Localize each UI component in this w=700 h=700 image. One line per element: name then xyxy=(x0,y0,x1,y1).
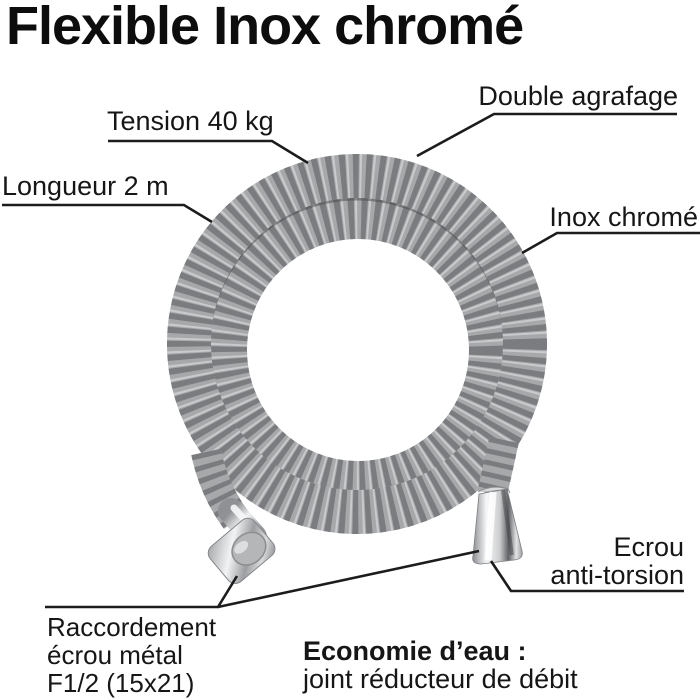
callout-inox xyxy=(521,231,700,255)
anti-torsion-cone xyxy=(472,488,523,565)
callout-ecrou xyxy=(489,560,684,593)
callout-raccordement xyxy=(45,575,239,609)
left-end-fitting xyxy=(191,448,276,584)
annotation-double-agrafage: Double agrafage xyxy=(478,81,678,111)
metal-nut xyxy=(207,517,276,584)
annotation-inox-chrome: Inox chromé xyxy=(549,202,698,232)
callout-lines xyxy=(2,112,700,609)
annotation-raccordement-line3: F1/2 (15x21) xyxy=(47,668,195,698)
callout-longueur xyxy=(2,203,213,224)
annotation-tension: Tension 40 kg xyxy=(107,106,274,136)
page-title: Flexible Inox chromé xyxy=(6,0,524,56)
callout-raccordement-long xyxy=(217,549,480,609)
annotation-ecrou-line1: Ecrou xyxy=(613,532,684,562)
hose-inner-loop xyxy=(205,197,511,503)
annotation-ecrou-line2: anti-torsion xyxy=(550,560,684,590)
hose-outer-loop xyxy=(167,154,547,534)
caption-economie-title: Economie d’eau : xyxy=(303,636,527,666)
callout-double xyxy=(416,112,677,158)
caption-economie-text: joint réducteur de débit xyxy=(303,663,578,694)
annotation-raccordement-line1: Raccordement xyxy=(47,612,217,642)
annotation-longueur: Longueur 2 m xyxy=(2,171,169,201)
annotation-ecrou-anti-torsion: Ecrou anti-torsion xyxy=(470,533,684,589)
right-end-fitting xyxy=(472,436,523,565)
annotation-raccordement: Raccordement écrou métal F1/2 (15x21) xyxy=(47,613,216,697)
annotation-raccordement-line2: écrou métal xyxy=(47,640,183,670)
caption-economie: Economie d’eau : joint réducteur de débi… xyxy=(303,636,578,694)
callout-tension xyxy=(108,139,309,165)
